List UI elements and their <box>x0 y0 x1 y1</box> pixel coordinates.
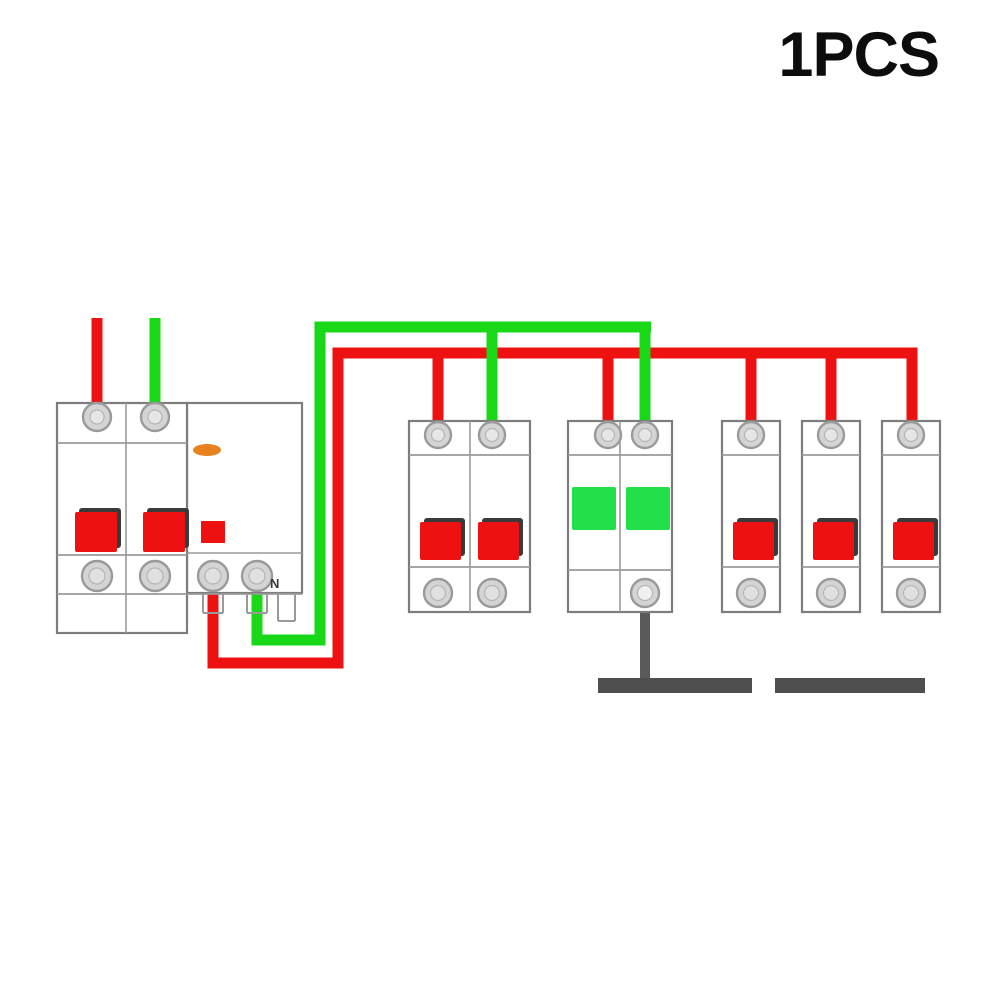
mcb-2p-a-terminal-bottom-1-inner <box>429 584 447 602</box>
quantity-label: 1PCS <box>778 20 940 90</box>
wire-layer <box>91 318 918 684</box>
rcd-lug-c <box>277 594 296 622</box>
mcb-1p-b-terminal-top-inner <box>823 427 839 443</box>
rcd-indicator-lamp <box>193 444 221 456</box>
device-mcb-2p-b[interactable] <box>566 419 674 614</box>
mcb-2p-a-toggle-1[interactable] <box>420 522 461 560</box>
mcb-1p-b-terminal-bottom-inner <box>822 584 840 602</box>
mcb-1p-c-toggle[interactable] <box>893 522 934 560</box>
mcb-1p-a-terminal-top-inner <box>743 427 759 443</box>
device-rcd-main[interactable]: N <box>55 401 304 635</box>
rcd-neutral-label: N <box>270 576 279 591</box>
mcb-1p-b-toggle[interactable] <box>813 522 854 560</box>
mcb-2p-a-terminal-top-live-inner <box>430 427 446 443</box>
rcd-terminal-top-live-inner <box>89 409 105 425</box>
mcb-2p-b-terminal-bottom-earth-inner <box>636 584 654 602</box>
mcb-2p-a-toggle-2[interactable] <box>478 522 519 560</box>
mcb-2p-b-toggle-2[interactable] <box>626 487 670 530</box>
rcd-lug-b <box>246 594 268 614</box>
rcd-terminal-bottom-1-inner <box>88 567 106 585</box>
rcd-test-button[interactable] <box>201 521 225 543</box>
mcb-2p-a-terminal-bottom-2-inner <box>483 584 501 602</box>
rcd-toggle-2[interactable] <box>143 512 185 552</box>
mcb-1p-a-toggle[interactable] <box>733 522 774 560</box>
mcb-2p-b-toggle-1[interactable] <box>572 487 616 530</box>
device-mcb-1p-c[interactable] <box>880 419 942 614</box>
mcb-1p-c-terminal-top-inner <box>903 427 919 443</box>
rcd-terminal-bottom-neutral-out-inner <box>248 567 266 585</box>
device-mcb-1p-a[interactable] <box>720 419 782 614</box>
rcd-terminal-top-neutral-inner <box>147 409 163 425</box>
earth-bar-right[interactable] <box>775 678 925 693</box>
mcb-2p-b-terminal-top-neutral-inner <box>637 427 653 443</box>
earth-bar-left[interactable] <box>598 678 752 693</box>
rcd-terminal-bottom-live-out-inner <box>204 567 222 585</box>
mcb-2p-a-terminal-top-neutral-inner <box>484 427 500 443</box>
rcd-lug-a <box>202 594 224 614</box>
device-mcb-1p-b[interactable] <box>800 419 862 614</box>
mcb-1p-a-terminal-bottom-inner <box>742 584 760 602</box>
rcd-toggle-1[interactable] <box>75 512 117 552</box>
device-mcb-2p-a[interactable] <box>407 419 532 614</box>
busbar-layer <box>598 678 925 693</box>
live-distribution-wire <box>207 347 918 669</box>
mcb-1p-c-terminal-bottom-inner <box>902 584 920 602</box>
rcd-terminal-bottom-2-inner <box>146 567 164 585</box>
mcb-2p-b-terminal-top-live-inner <box>600 427 616 443</box>
